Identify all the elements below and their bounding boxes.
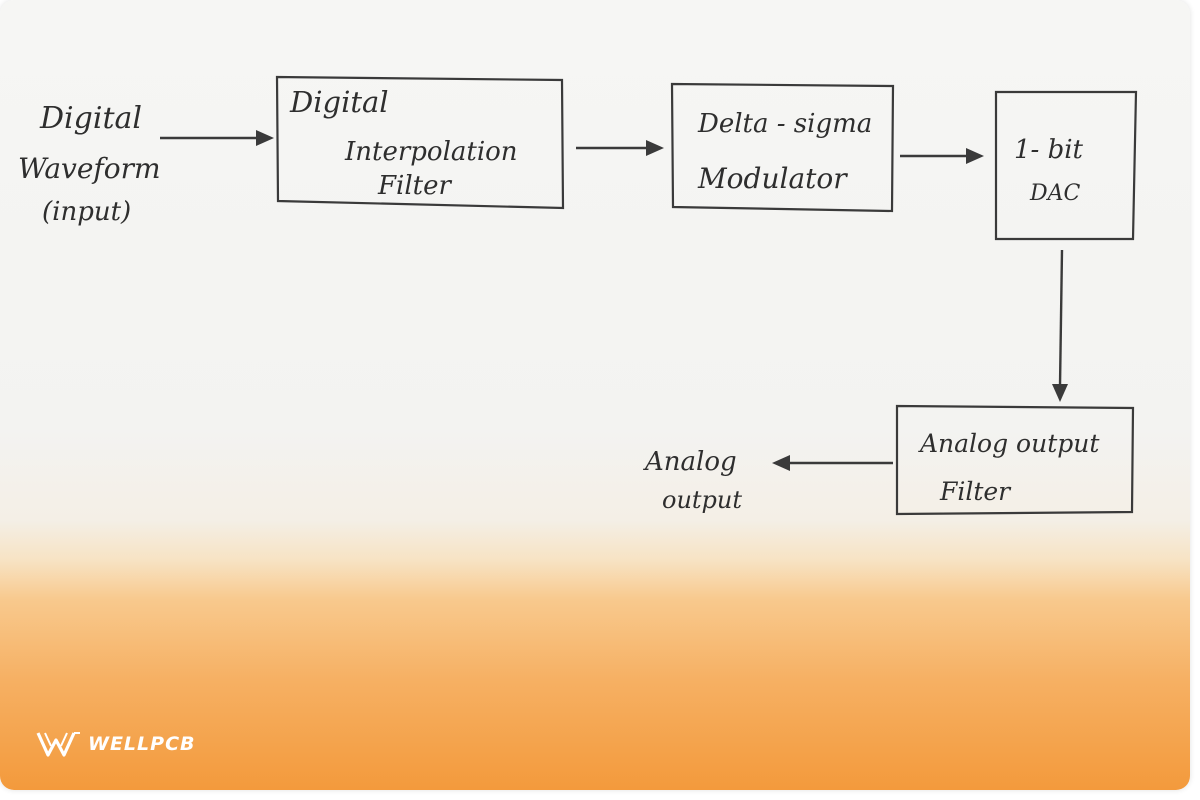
dac-block: 1- bit DAC — [994, 90, 1138, 241]
block-diagram: Digital Waveform (input) Digital Interpo… — [18, 75, 1138, 516]
arrow-filter-to-output — [772, 455, 893, 471]
arrow-modulator-to-dac — [900, 148, 984, 164]
delta-sigma-line-2: Modulator — [697, 162, 848, 195]
arrow-dac-to-analog-filter — [1052, 249, 1068, 402]
wellpcb-logo-icon — [36, 732, 80, 757]
analog-output-filter-block: Analog output Filter — [895, 404, 1135, 516]
output-label-line-2: output — [662, 486, 742, 514]
delta-sigma-modulator-block: Delta - sigma Modulator — [670, 82, 895, 213]
interpolation-filter-line-1: Digital — [289, 85, 389, 119]
wellpcb-logo-text: WELLPCB — [88, 733, 196, 755]
interpolation-filter-line-2: Interpolation — [344, 137, 518, 167]
input-label-line-3: (input) — [42, 197, 131, 227]
input-label: Digital Waveform (input) — [18, 101, 161, 227]
input-label-line-1: Digital — [39, 101, 142, 136]
output-label: Analog output — [643, 447, 742, 514]
analog-filter-line-2: Filter — [939, 477, 1012, 506]
wellpcb-logo: WELLPCB — [36, 730, 196, 758]
interpolation-filter-block: Digital Interpolation Filter — [275, 75, 565, 210]
output-label-line-1: Analog — [643, 447, 737, 477]
diagram-card: Digital Waveform (input) Digital Interpo… — [0, 0, 1190, 790]
input-label-line-2: Waveform — [18, 152, 161, 185]
dac-line-2: DAC — [1029, 181, 1081, 206]
arrow-input-to-filter — [160, 130, 274, 146]
analog-filter-line-1: Analog output — [918, 429, 1100, 458]
interpolation-filter-line-3: Filter — [377, 171, 453, 201]
delta-sigma-line-1: Delta - sigma — [697, 109, 872, 139]
arrow-filter-to-modulator — [576, 140, 664, 156]
dac-line-1: 1- bit — [1014, 135, 1084, 165]
